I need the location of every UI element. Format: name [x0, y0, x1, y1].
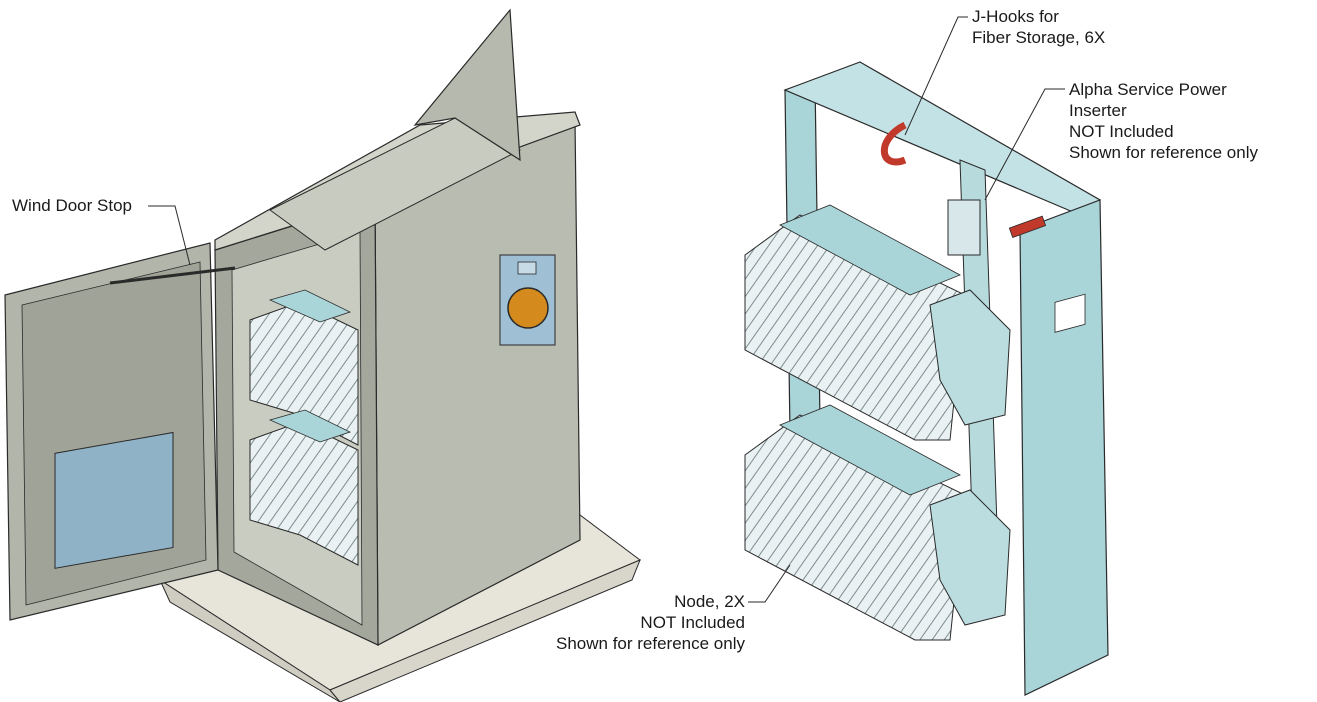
- rack-cutout-1: [1054, 293, 1086, 333]
- rack-assembly: [744, 61, 1109, 696]
- cabinet-base-side: [158, 578, 341, 702]
- meter-lens: [507, 287, 549, 329]
- cabinet-node-upper: [249, 289, 359, 446]
- cabinet-base-front: [329, 559, 641, 702]
- rack-node-upper: [744, 204, 1011, 441]
- leader-j-hooks: [904, 16, 968, 136]
- j-hook-right: [1008, 215, 1047, 239]
- callout-line: NOT Included: [640, 613, 745, 632]
- meter-box-tab: [517, 261, 537, 275]
- wind-door-stop-rod: [109, 266, 236, 285]
- callout-line: Wind Door Stop: [12, 196, 132, 215]
- callout-line: NOT Included: [1069, 122, 1174, 141]
- callout-line: J-Hooks for: [972, 7, 1059, 26]
- callout-line: Fiber Storage, 6X: [972, 28, 1106, 47]
- power-inserter: [947, 199, 981, 256]
- callout-power-inserter: Alpha Service Power Inserter NOT Include…: [1069, 79, 1258, 163]
- rack-node-lower: [744, 404, 1011, 641]
- cabinet-assembly: [4, 8, 641, 702]
- callout-node: Node, 2X NOT Included Shown for referenc…: [556, 591, 745, 654]
- leader-node: [748, 564, 791, 603]
- leader-lines: [148, 16, 1065, 603]
- rack-upright-right: [1019, 199, 1109, 696]
- callout-line: Alpha Service Power: [1069, 80, 1227, 99]
- callout-line: Node, 2X: [674, 592, 745, 611]
- callout-wind-door-stop: Wind Door Stop: [12, 195, 132, 216]
- callout-line: Shown for reference only: [556, 634, 745, 653]
- door-document-pocket: [54, 431, 174, 569]
- callout-j-hooks: J-Hooks for Fiber Storage, 6X: [972, 6, 1105, 48]
- cabinet-roof-cap: [269, 117, 522, 251]
- callout-line: Inserter: [1069, 101, 1127, 120]
- leader-power-inserter: [984, 88, 1065, 201]
- callout-line: Shown for reference only: [1069, 143, 1258, 162]
- j-hook-top: [880, 121, 907, 166]
- cabinet-node-lower: [249, 409, 359, 566]
- cabinet-top-door: [413, 8, 521, 162]
- rack-top-rail: [783, 61, 1102, 216]
- leader-wind-door-stop: [148, 205, 191, 266]
